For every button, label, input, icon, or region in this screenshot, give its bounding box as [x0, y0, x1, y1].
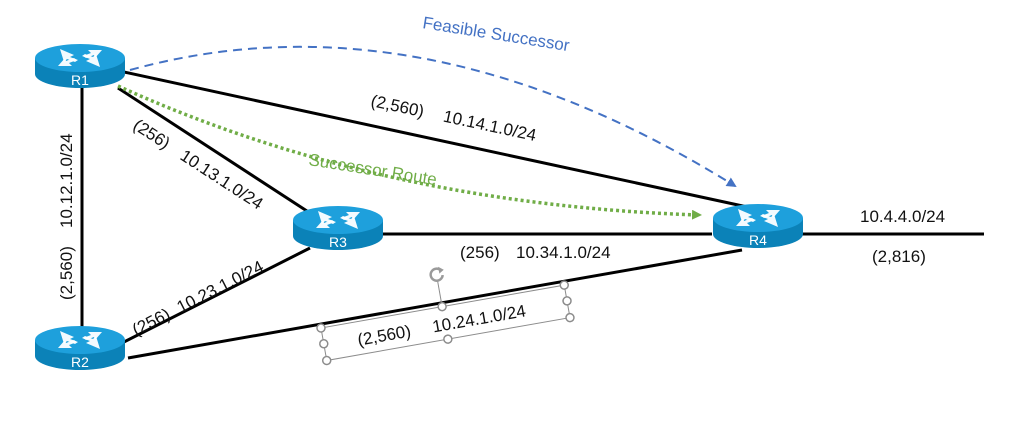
- link-network-r4-lan: 10.4.4.0/24: [860, 207, 945, 226]
- rotate-handle-icon[interactable]: [429, 266, 445, 282]
- router-r4[interactable]: R4: [713, 204, 803, 248]
- router-label: R4: [749, 232, 767, 248]
- resize-handle[interactable]: [443, 334, 453, 344]
- router-label: R1: [71, 72, 89, 88]
- link-metric-r2-r4: (2,560): [356, 322, 412, 350]
- successor-route-arrow: [117, 84, 702, 220]
- link-metric-r1-r2: (2,560): [57, 246, 76, 300]
- link-network-r3-r4: 10.34.1.0/24: [516, 243, 611, 262]
- link-metric-r4-lan: (2,816): [872, 247, 926, 266]
- link-network-r1-r4: 10.14.1.0/24: [442, 107, 538, 145]
- feasible-successor-label: Feasible Successor: [421, 13, 571, 55]
- resize-handle[interactable]: [559, 280, 569, 290]
- router-r1[interactable]: R1: [35, 44, 125, 88]
- link-metric-r3-r4: (256): [460, 243, 500, 262]
- resize-handle[interactable]: [316, 323, 326, 333]
- selected-textbox-r2-r4[interactable]: (2,560) 10.24.1.0/24: [310, 245, 575, 366]
- router-label: R2: [71, 354, 89, 370]
- link-r2-r4: [127, 248, 743, 360]
- link-metric-r1-r4: (2,560): [369, 91, 426, 121]
- resize-handle[interactable]: [437, 301, 447, 312]
- resize-handle[interactable]: [319, 339, 329, 349]
- resize-handle[interactable]: [321, 355, 332, 366]
- router-r2[interactable]: R2: [35, 326, 125, 370]
- successor-route-label: Successor Route: [307, 150, 438, 189]
- feasible-successor-arrow: [129, 45, 737, 188]
- link-r1-r3: [117, 86, 311, 215]
- router-r3[interactable]: R3: [293, 206, 383, 250]
- resize-handle[interactable]: [562, 296, 572, 306]
- resize-handle[interactable]: [565, 312, 575, 323]
- link-r1-r4: [123, 70, 753, 210]
- link-r2-r3: [117, 246, 311, 347]
- link-network-r1-r2: 10.12.1.0/24: [57, 133, 76, 228]
- link-metric-r2-r3: (256): [129, 305, 173, 340]
- link-network-r2-r3: 10.23.1.0/24: [174, 257, 267, 317]
- router-label: R3: [329, 234, 347, 250]
